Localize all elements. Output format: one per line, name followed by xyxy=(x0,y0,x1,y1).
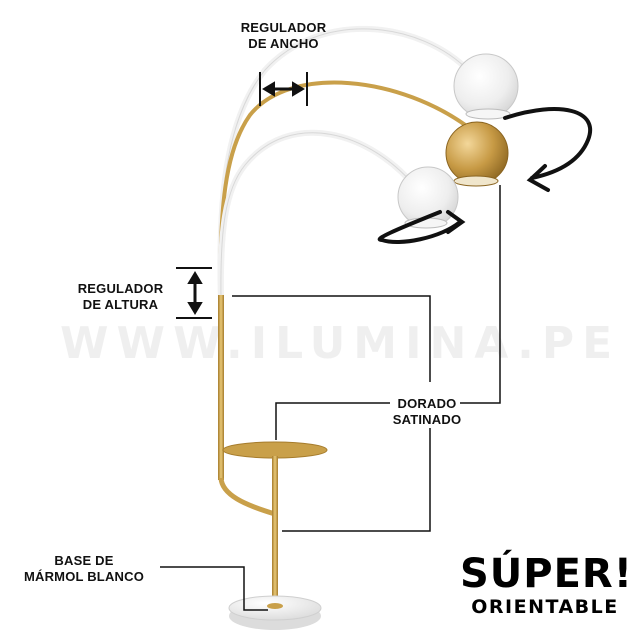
finish-label: DORADO SATINADO xyxy=(382,396,472,428)
arm-outer-edge xyxy=(219,28,471,301)
base-label-line1: BASE DE xyxy=(54,553,114,568)
shade-gold xyxy=(445,121,509,187)
lamp-arms xyxy=(217,26,474,303)
badge-subtitle: ORIENTABLE xyxy=(471,596,619,618)
rotation-arrow-icon xyxy=(377,107,592,244)
finish-label-line1: DORADO xyxy=(397,396,457,411)
arm-inner xyxy=(217,129,421,303)
badge-title: SÚPER! xyxy=(460,551,633,597)
shade-glass-top xyxy=(453,53,519,120)
watermark: WWW.ILUMINA.PE xyxy=(60,318,621,369)
base-cap xyxy=(267,603,283,609)
finish-label-line2: SATINADO xyxy=(392,412,462,427)
height-regulator-marker xyxy=(176,267,212,319)
pole-curve xyxy=(218,477,276,517)
width-regulator-label-line1: REGULADOR xyxy=(240,20,327,35)
side-table-top xyxy=(222,441,328,459)
arm-outer xyxy=(217,26,473,303)
side-table-stem xyxy=(272,456,278,606)
height-regulator-label-line1: REGULADOR xyxy=(77,281,164,296)
base-callout-line xyxy=(160,566,268,611)
arm-inner-edge xyxy=(220,132,419,301)
width-regulator-label-line2: DE ANCHO xyxy=(248,36,319,51)
height-regulator-label-line2: DE ALTURA xyxy=(82,297,159,312)
height-regulator-label: REGULADOR DE ALTURA xyxy=(68,281,173,313)
base-label-line2: MÁRMOL BLANCO xyxy=(23,569,145,584)
finish-callout-lines xyxy=(232,185,501,532)
main-pole xyxy=(218,295,224,480)
width-regulator-label: REGULADOR DE ANCHO xyxy=(236,20,331,52)
orientable-badge: SÚPER! ORIENTABLE xyxy=(460,551,633,618)
width-regulator-marker xyxy=(259,72,308,106)
base-label: BASE DE MÁRMOL BLANCO xyxy=(10,553,158,585)
